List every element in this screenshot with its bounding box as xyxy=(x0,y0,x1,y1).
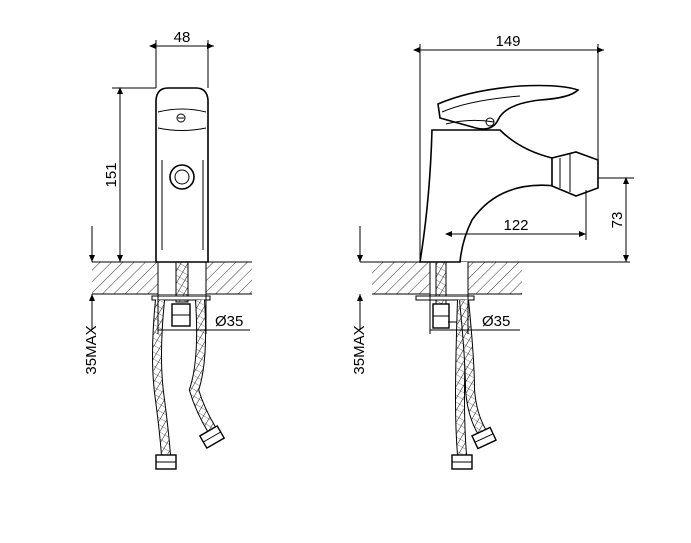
front-width-dim: 48 xyxy=(174,29,191,46)
side-reach-dim: 122 xyxy=(503,217,528,234)
side-lever-handle xyxy=(437,84,580,130)
front-view: 48 151 35MAX Ø35 xyxy=(83,29,252,470)
front-nozzle xyxy=(169,164,195,190)
front-hole-dim: Ø35 xyxy=(215,313,243,330)
side-hole-dim: Ø35 xyxy=(482,313,510,330)
side-faucet-body xyxy=(419,129,557,263)
side-spout-height-dim: 73 xyxy=(609,212,626,229)
front-max-dim: 35MAX xyxy=(83,325,100,374)
side-length-dim: 149 xyxy=(495,33,520,50)
front-threaded-rod xyxy=(175,261,189,303)
side-view: 149 122 73 35MAX Ø35 xyxy=(351,33,634,470)
front-indicator-icon xyxy=(176,113,186,123)
side-nozzle xyxy=(551,151,599,197)
front-height-dim: 151 xyxy=(103,162,120,187)
front-faucet-body xyxy=(155,87,209,263)
side-max-dim: 35MAX xyxy=(351,325,368,374)
